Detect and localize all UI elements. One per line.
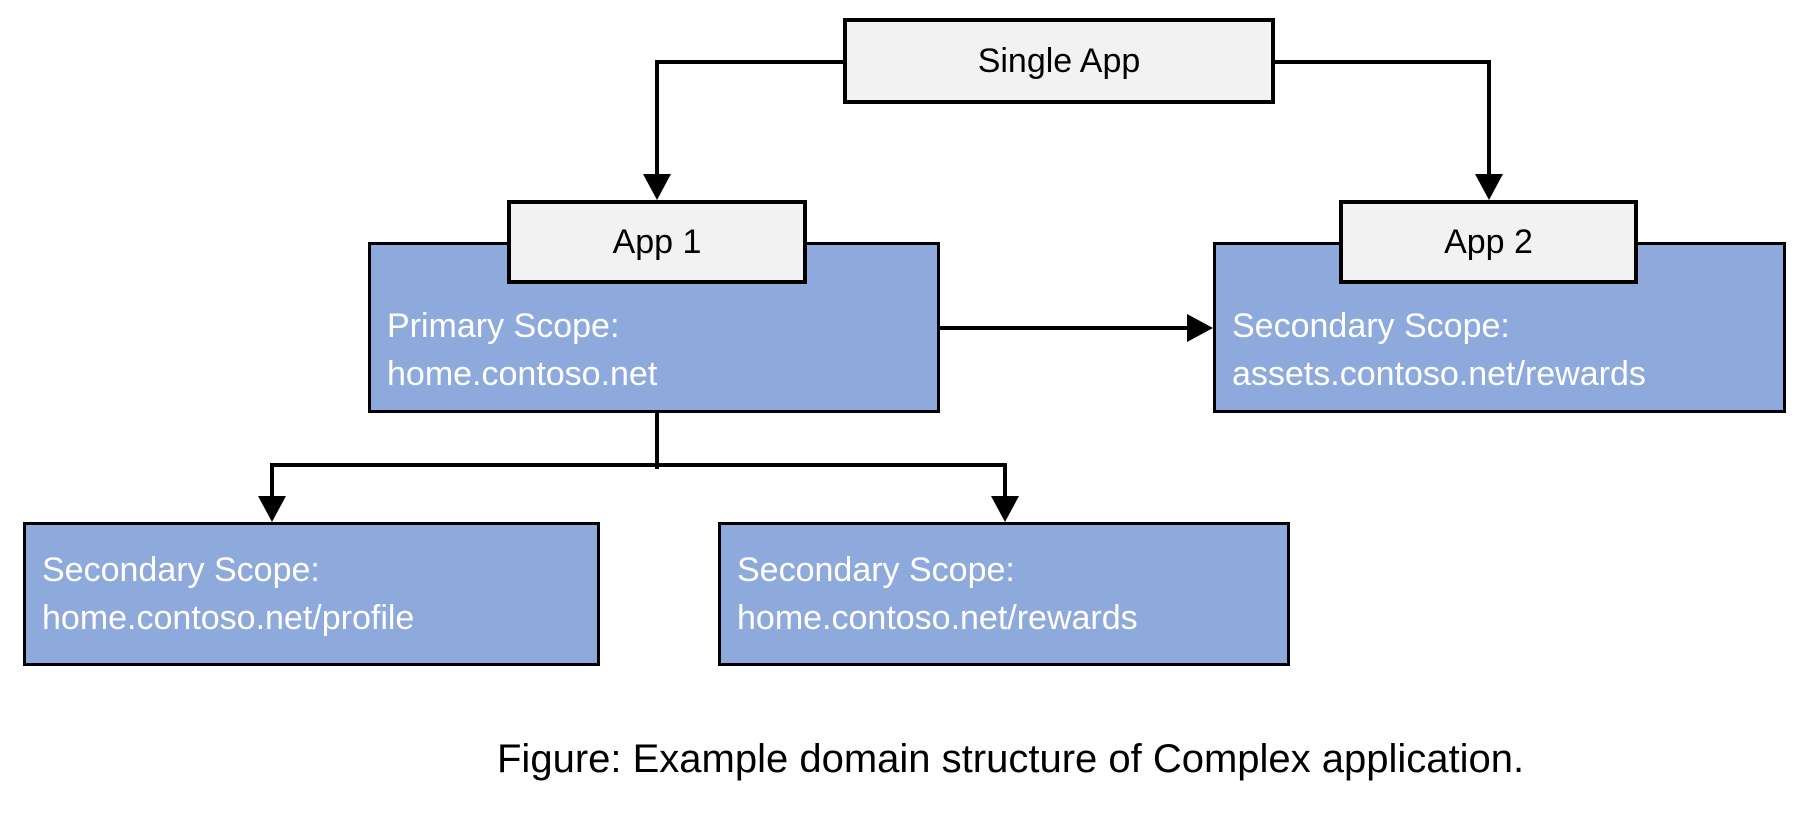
arrowhead-right-icon (1187, 314, 1213, 342)
connector-branch-right-vertical (1003, 463, 1007, 497)
secondary-scope-profile-title: Secondary Scope: (42, 551, 320, 589)
arrowhead-down-icon (1475, 174, 1503, 200)
arrowhead-down-icon (258, 496, 286, 522)
connector-app1-branch-stem (655, 413, 659, 469)
connector-branch-horizontal (270, 463, 1007, 467)
connector-singleapp-to-app2-vertical (1487, 60, 1491, 176)
primary-scope-url: home.contoso.net (387, 355, 658, 393)
node-single-app: Single App (843, 18, 1275, 104)
app1-label: App 1 (612, 222, 702, 261)
node-secondary-scope-rewards: Secondary Scope: home.contoso.net/reward… (718, 522, 1290, 666)
secondary-scope-assets-url: assets.contoso.net/rewards (1232, 355, 1646, 393)
secondary-scope-profile-url: home.contoso.net/profile (42, 599, 415, 637)
connector-branch-left-vertical (270, 463, 274, 497)
primary-scope-title: Primary Scope: (387, 307, 620, 345)
node-app1: App 1 (507, 200, 807, 284)
figure-caption: Figure: Example domain structure of Comp… (497, 737, 1525, 781)
connector-singleapp-to-app1-vertical (655, 60, 659, 176)
node-app2: App 2 (1339, 200, 1638, 284)
node-secondary-scope-profile: Secondary Scope: home.contoso.net/profil… (23, 522, 600, 666)
connector-singleapp-to-app2-horizontal (1275, 60, 1491, 64)
arrowhead-down-icon (643, 174, 671, 200)
connector-singleapp-to-app1-horizontal (657, 60, 843, 64)
app2-label: App 2 (1444, 222, 1533, 261)
secondary-scope-rewards-url: home.contoso.net/rewards (737, 599, 1138, 637)
secondary-scope-rewards-title: Secondary Scope: (737, 551, 1015, 589)
secondary-scope-assets-title: Secondary Scope: (1232, 307, 1510, 345)
single-app-label: Single App (977, 41, 1141, 80)
arrowhead-down-icon (991, 496, 1019, 522)
connector-app1-to-app2 (940, 326, 1189, 330)
